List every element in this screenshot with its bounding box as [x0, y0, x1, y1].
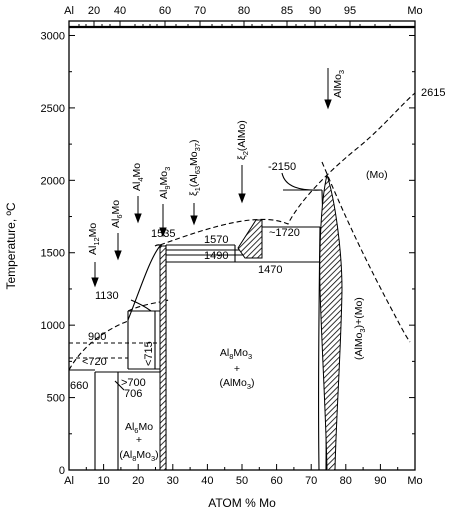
- phase-al12mo: Al12Mo: [87, 223, 101, 255]
- x-tick-label: 70: [305, 475, 317, 487]
- y-tick-label: 500: [47, 393, 65, 405]
- x-tick-label: Mo: [407, 475, 422, 487]
- svg-text:+: +: [234, 363, 240, 375]
- phase-mo: (Mo): [366, 169, 388, 181]
- label-720: <720: [82, 356, 107, 368]
- top-tick-label: 85: [281, 5, 293, 17]
- axis-ticks: [68, 21, 416, 471]
- svg-text:Al6Mo: Al6Mo: [125, 421, 153, 435]
- xi2-region: [237, 219, 263, 259]
- y-tick-label: 1000: [41, 320, 65, 332]
- label-1470: 1470: [258, 264, 282, 276]
- top-tick-label: 95: [344, 5, 356, 17]
- phase-xi2: ξ2(AlMo): [236, 120, 250, 160]
- temperature-labels: 2615 -2150 ~1720 1570 1535 1490 1470 113…: [70, 87, 445, 400]
- x-tick-label: 80: [340, 475, 352, 487]
- x-tick-label: Al: [64, 475, 74, 487]
- y-tick-label: 1500: [41, 248, 65, 260]
- label-1570: 1570: [204, 234, 228, 246]
- label-1490: 1490: [204, 250, 228, 262]
- label-1130: 1130: [95, 290, 119, 302]
- x-tick-label: 20: [132, 475, 144, 487]
- top-tick-label: 40: [114, 5, 126, 17]
- y-tick-label: 0: [59, 465, 65, 477]
- x-tick-label: 50: [236, 475, 248, 487]
- x-axis-title: ATOM % Mo: [208, 496, 276, 510]
- top-tick-label: 80: [238, 5, 250, 17]
- svg-text:(AlMo3): (AlMo3): [219, 377, 254, 391]
- al9mo3-region: [159, 245, 167, 471]
- phase-labels: AlMo3 (Mo) Al12Mo Al6Mo Al4Mo Al9Mo3 ξ1(…: [87, 70, 388, 463]
- top-tick-label: 90: [309, 5, 321, 17]
- x-tick-label: 30: [167, 475, 179, 487]
- phase-almo3-mo: (AlMo3)+(Mo): [353, 297, 367, 360]
- label-660: 660: [70, 380, 88, 392]
- composition-arrows: [91, 68, 332, 288]
- phase-al4mo: Al4Mo: [131, 163, 145, 191]
- phase-xi1: ξ1(Al63Mo37): [188, 140, 202, 197]
- line-2150-curve: [281, 172, 323, 191]
- svg-text:Al8Mo3: Al8Mo3: [220, 347, 252, 361]
- phase-al6mo: Al6Mo: [110, 200, 124, 228]
- phase-almo3-top: AlMo3: [332, 70, 346, 98]
- label-700: >700: [121, 377, 146, 389]
- label-2150: -2150: [268, 161, 296, 173]
- top-tick-label: 20: [88, 5, 100, 17]
- x-tick-label: 60: [270, 475, 282, 487]
- x-tick-label: 10: [97, 475, 109, 487]
- label-900: 900: [88, 331, 106, 343]
- arrow-al4mo-head: [134, 213, 142, 224]
- y-tick-label: 3000: [41, 30, 65, 42]
- hatched-phase-regions: [159, 173, 343, 471]
- liquidus-solid-arc: [127, 245, 161, 321]
- arrow-al12mo-head: [91, 277, 99, 288]
- y-axis-title: Temperature, ºC: [4, 202, 18, 289]
- phase-al6mo-al8mo3: Al6Mo + (Al8Mo3): [119, 421, 158, 463]
- top-tick-label: Mo: [407, 5, 422, 17]
- top-tick-label: 70: [194, 5, 206, 17]
- x-tick-label: 40: [201, 475, 213, 487]
- svg-text:+: +: [136, 434, 142, 446]
- liquidus-dashed-high: [159, 92, 416, 246]
- label-1720: ~1720: [269, 227, 300, 239]
- label-2615: 2615: [421, 87, 445, 99]
- label-1535: 1535: [151, 228, 175, 240]
- almo3-region: [319, 173, 343, 471]
- liquidus-dashed-line: [68, 320, 129, 371]
- label-715: <715: [143, 341, 155, 366]
- top-tick-label: Al: [64, 5, 74, 17]
- y-tick-label: 2500: [41, 103, 65, 115]
- phase-al9mo3: Al9Mo3: [158, 167, 172, 199]
- label-706: 706: [124, 388, 142, 400]
- mo-solvus-dashed: [321, 161, 411, 343]
- svg-text:(Al8Mo3): (Al8Mo3): [119, 449, 158, 463]
- arrow-xi2-head: [238, 193, 246, 204]
- x-tick-label: 90: [374, 475, 386, 487]
- arrow-almo3-head: [324, 99, 332, 110]
- y-tick-label: 2000: [41, 175, 65, 187]
- arrow-xi1-head: [190, 215, 198, 226]
- tick-1130-leader: [130, 299, 152, 312]
- arrow-al6mo-head: [114, 250, 122, 261]
- phase-al8mo3-almo3: Al8Mo3 + (AlMo3): [219, 347, 254, 391]
- top-tick-label: 60: [159, 5, 171, 17]
- arrow-al9mo3-head: [159, 227, 167, 238]
- tick-706-leader: [114, 380, 125, 391]
